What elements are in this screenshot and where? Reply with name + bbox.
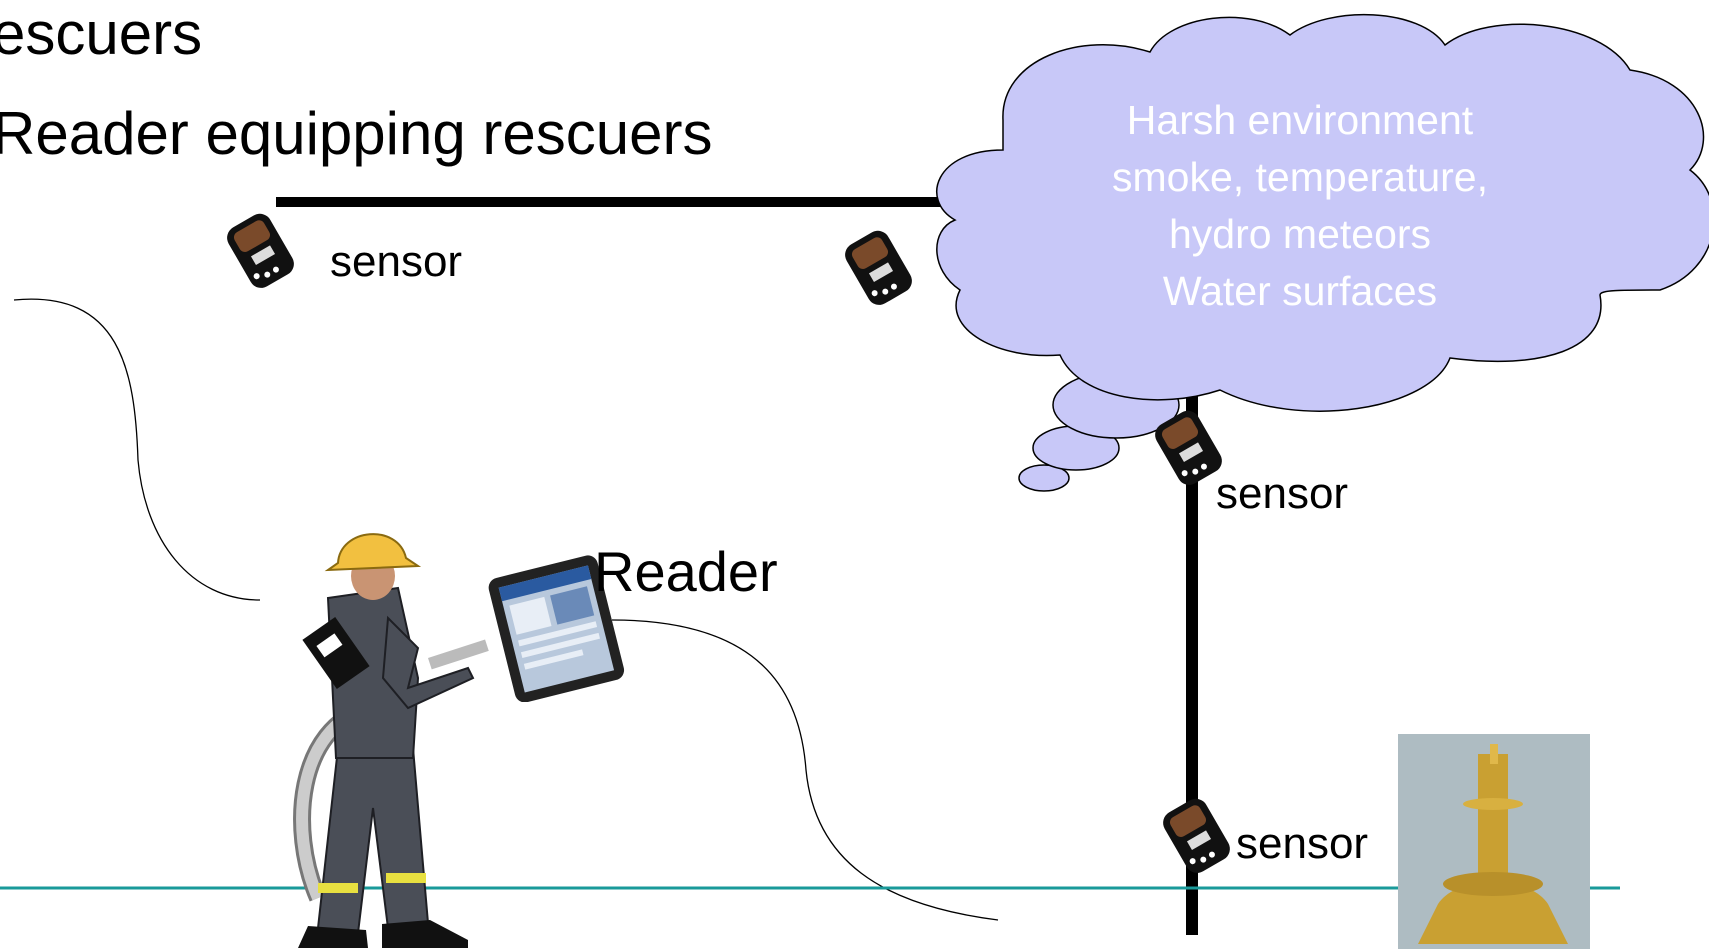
slide-title-line-1: escuers [0, 0, 203, 67]
sensor-icon [1144, 402, 1232, 497]
cloud-bubble-small [1018, 464, 1070, 492]
brass-instrument-photo [1398, 734, 1590, 949]
cloud-body [936, 13, 1709, 412]
sensor-label-3: sensor [1216, 469, 1349, 518]
connection-curve-right [611, 619, 999, 921]
cloud-line-4: Water surfaces [1162, 268, 1438, 314]
cloud-line-3: hydro meteors [1168, 211, 1432, 257]
tablet-reader-icon [480, 552, 640, 707]
sensor-icon [216, 205, 304, 300]
cloud-line-2: smoke, temperature, [1112, 154, 1488, 200]
reader-label: Reader [594, 540, 778, 603]
slide-title-line-2: Reader equipping rescuers [0, 100, 713, 167]
cloud-line-1: Harsh environment [1126, 97, 1474, 143]
firefighter-icon [278, 528, 498, 949]
sensor-icon [834, 222, 922, 317]
cloud-text: Harsh environment smoke, temperature, hy… [1040, 92, 1560, 320]
sensor-icon [1152, 790, 1240, 885]
connection-curve-left [13, 298, 261, 601]
sensor-label-1: sensor [330, 237, 463, 286]
sensor-label-4: sensor [1236, 819, 1369, 868]
